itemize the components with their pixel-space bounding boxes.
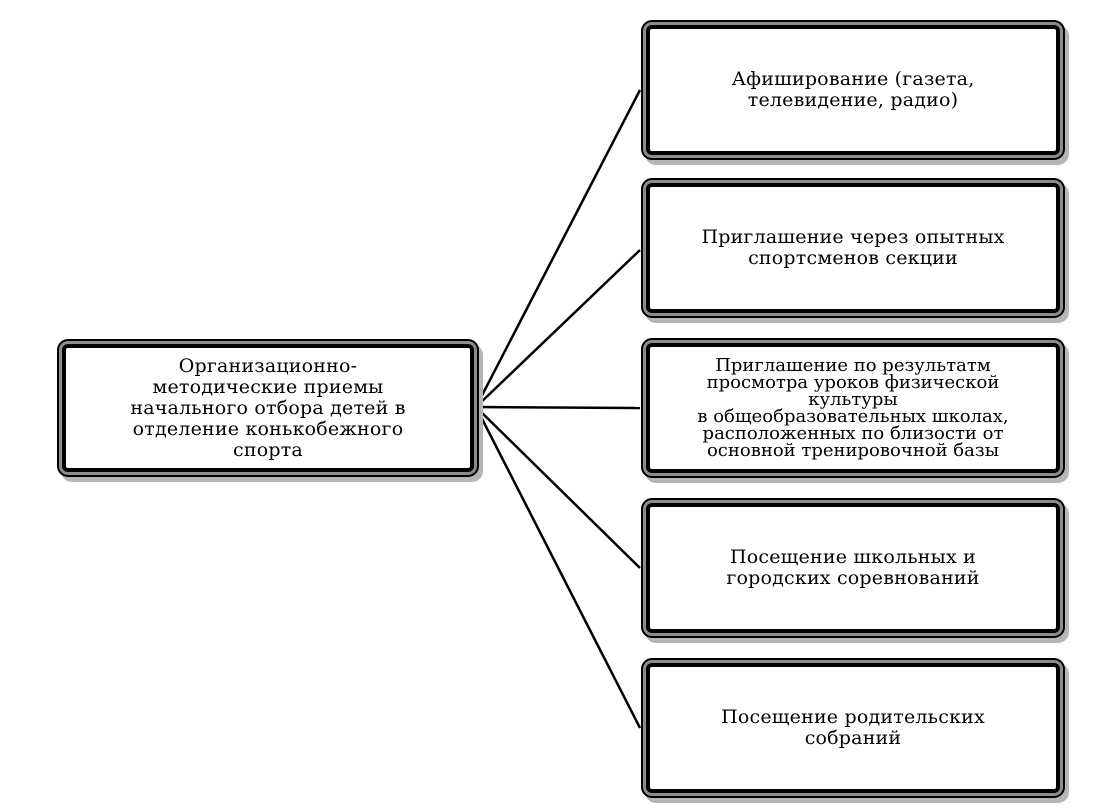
connector-line-4 [475,406,641,569]
branch-node-athlete-invitation: Приглашение через опытных спортсменов се… [646,183,1060,313]
branch-node-competitions: Посещение школьных и городских соревнова… [646,503,1060,633]
connector-line-2 [475,249,641,408]
branch-node-text: Посещение родительских собраний [721,706,985,749]
branch-node-advertising: Афиширование (газета, телевидение, радио… [646,25,1060,155]
root-node-text: Организационно- методические приемы нача… [130,354,406,461]
connector-line-1 [474,89,642,408]
connector-line-5 [474,406,642,729]
root-node: Организационно- методические приемы нача… [62,344,474,472]
connector-line-3 [475,405,641,410]
branch-node-text: Приглашение через опытных спортсменов се… [701,226,1005,269]
branch-node-text: Афиширование (газета, телевидение, радио… [731,68,975,111]
branch-node-parent-meetings: Посещение родительских собраний [646,663,1060,793]
branch-node-text: Посещение школьных и городских соревнова… [726,546,980,589]
branch-node-school-lessons: Приглашение по результатм просмотра урок… [646,343,1060,473]
branch-node-text: Приглашение по результатм просмотра урок… [697,355,1009,461]
